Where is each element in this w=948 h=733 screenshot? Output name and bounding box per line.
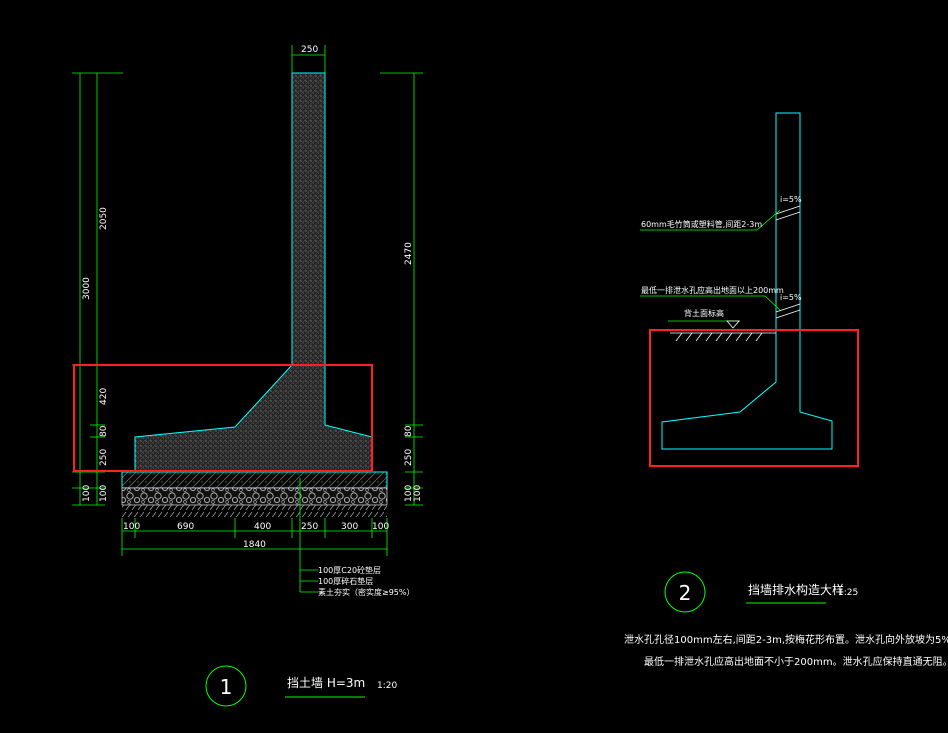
layer-note-soil: 素土夯实（密实度≥95%） bbox=[318, 587, 414, 597]
dim-bottom-400: 400 bbox=[254, 522, 271, 532]
dim-bottom-690: 690 bbox=[177, 522, 194, 532]
note-line-1: 泄水孔孔径100mm左右,间距2-3m,按梅花形布置。泄水孔向外放坡为5%, bbox=[624, 633, 948, 646]
dim-right-layer1: 100 bbox=[404, 485, 414, 502]
compacted-soil bbox=[122, 505, 387, 517]
ground-level-label: 背土面标高 bbox=[684, 308, 724, 318]
dim-total-1840: 1840 bbox=[243, 540, 266, 550]
note-line-2: 最低一排泄水孔应高出地面不小于200mm。泄水孔应保持直通无阻。 bbox=[644, 655, 948, 668]
wall-body bbox=[134, 72, 373, 473]
detail-number-circle-2 bbox=[664, 571, 706, 613]
dim-bottom-300: 300 bbox=[341, 522, 358, 532]
detail-number-1: 1 bbox=[220, 675, 233, 699]
callout-pipe-spec: 60mm毛竹筒或塑料管,间距2-3m bbox=[641, 219, 762, 229]
ground-symbol bbox=[670, 320, 776, 342]
dim-left-base: 250 bbox=[99, 449, 109, 466]
dim-left-layer1: 100 bbox=[82, 485, 92, 502]
retaining-wall-section bbox=[121, 72, 388, 593]
wall-outline-2 bbox=[661, 112, 833, 450]
dim-left-total: 3000 bbox=[82, 277, 92, 300]
dim-bottom-100a: 100 bbox=[123, 522, 140, 532]
dim-top-250: 250 bbox=[301, 45, 318, 55]
callout-lowest-hole: 最低一排泄水孔应高出地面以上200mm bbox=[641, 285, 784, 295]
detail-number-circle-1 bbox=[205, 665, 247, 707]
drainage-detail bbox=[661, 112, 833, 450]
layer-note-c20: 100厚C20砼垫层 bbox=[318, 565, 381, 575]
highlight-box-2 bbox=[649, 329, 859, 467]
slope-label-1: i=5% bbox=[780, 195, 802, 204]
dim-right-toe: 80 bbox=[404, 425, 414, 437]
dim-left-haunch: 420 bbox=[99, 388, 109, 405]
dim-bottom-250: 250 bbox=[301, 522, 318, 532]
drawing-scale-1: 1:20 bbox=[377, 681, 397, 691]
highlight-box-1 bbox=[73, 364, 373, 472]
dim-left-stem: 2050 bbox=[99, 207, 109, 230]
drain-pipes bbox=[775, 205, 801, 319]
dim-right-layer2: 100 bbox=[413, 485, 423, 502]
slope-label-2: i=5% bbox=[780, 293, 802, 302]
dim-bottom-100b: 100 bbox=[372, 522, 389, 532]
detail-number-2: 2 bbox=[679, 581, 692, 605]
drawing-scale-2: 1:25 bbox=[838, 588, 858, 598]
drawing-title-2: 挡墙排水构造大样 bbox=[748, 582, 844, 597]
c20-cushion-layer bbox=[121, 471, 388, 489]
dim-right-total: 2470 bbox=[404, 242, 414, 265]
gravel-layer bbox=[121, 487, 388, 506]
dim-left-toe: 80 bbox=[99, 425, 109, 437]
drawing-title-1: 挡土墙 H=3m bbox=[287, 676, 365, 690]
layer-note-gravel: 100厚碎石垫层 bbox=[318, 576, 373, 586]
dim-left-layer2: 100 bbox=[99, 485, 109, 502]
dim-right-base: 250 bbox=[404, 449, 414, 466]
